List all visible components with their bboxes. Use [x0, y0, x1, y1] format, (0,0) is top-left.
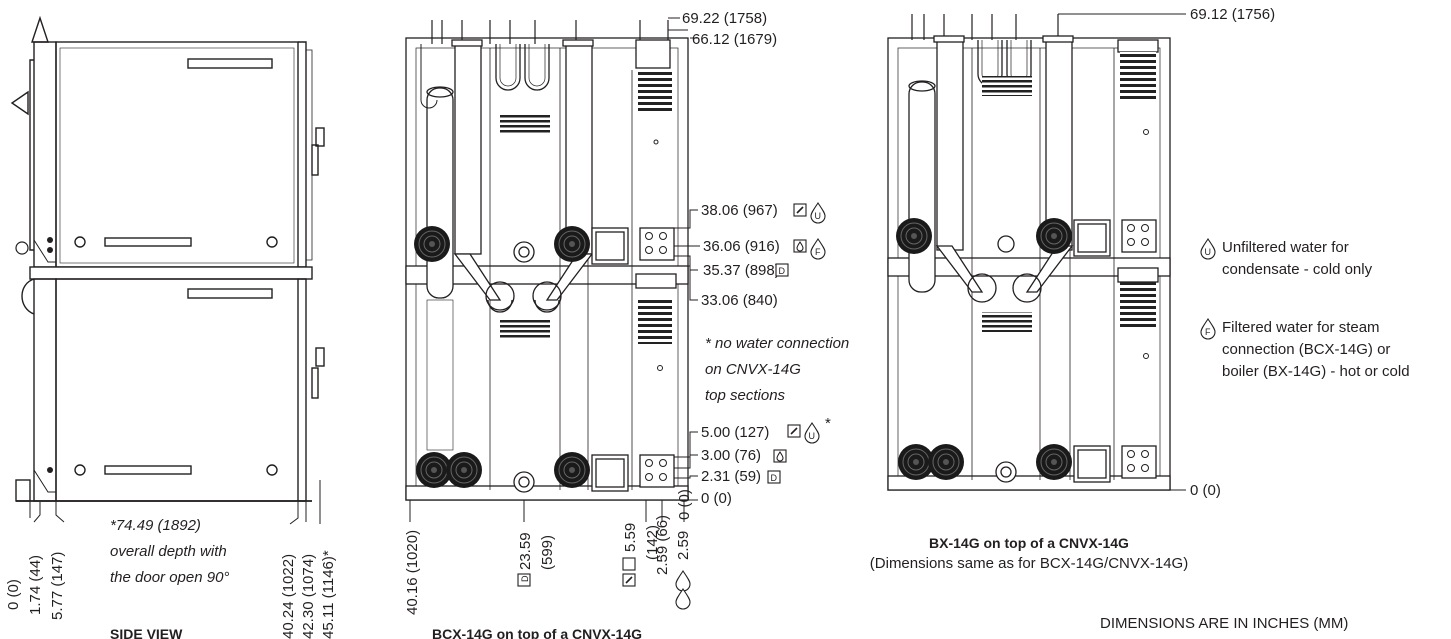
- depth-note-line3: the door open 90°: [110, 569, 229, 586]
- right-top-right-vent: [1120, 52, 1156, 102]
- mid-bottom-599: (599): [539, 535, 556, 570]
- mid-bottom-5-59: 5.59: [622, 523, 639, 552]
- d-box-icon: [775, 263, 789, 277]
- side-dim-45-11: 45.11 (1146)*: [320, 550, 337, 639]
- drop-u-letter: U: [815, 211, 822, 221]
- right-dim-top: 69.12 (1756): [1190, 6, 1275, 23]
- legend-u-line2: condensate - cold only: [1222, 261, 1373, 278]
- units-note: DIMENSIONS ARE IN INCHES (MM): [1100, 615, 1348, 632]
- cnvx-note-line3: top sections: [705, 387, 786, 404]
- d-box-letter-2: D: [771, 473, 778, 483]
- legend-f-line2: connection (BCX-14G) or: [1222, 341, 1390, 358]
- mid-dim-38-06: 38.06 (967): [701, 202, 778, 219]
- side-dim-0: 0 (0): [5, 579, 22, 610]
- right-connections: [1127, 129, 1149, 472]
- mid-bottom-drops: [675, 570, 691, 610]
- mid-bottom-d-letter: D: [520, 575, 530, 582]
- right-caption: BX-14G on top of a CNVX-14G: [929, 535, 1129, 551]
- middle-bottom-vent: [500, 320, 550, 340]
- mid-dim-icons: U F D U D: [767, 202, 826, 484]
- asterisk-mark: *: [825, 415, 831, 432]
- legend: U Unfiltered water for condensate - cold…: [1200, 238, 1410, 380]
- middle-top-right-vent: [638, 70, 672, 112]
- mid-dim-69-22: 69.22 (1758): [682, 10, 767, 27]
- right-top-vent: [982, 76, 1032, 96]
- side-dim-5-77: 5.77 (147): [49, 552, 66, 620]
- pencil-box-icon-2: [787, 424, 801, 438]
- mid-dim-2-31: 2.31 (59): [701, 468, 761, 485]
- right-dim-leaders: [1058, 13, 1186, 491]
- depth-note-line2: overall depth with: [110, 543, 227, 560]
- right-bottom-vent: [982, 312, 1032, 332]
- side-dim-42-30: 42.30 (1074): [300, 554, 317, 639]
- middle-dim-leaders: [409, 17, 700, 522]
- legend-f-letter: F: [1205, 327, 1211, 337]
- mid-bottom-23-59: 23.59: [517, 532, 534, 570]
- d-box-icon-2: [767, 470, 781, 484]
- mid-dim-36-06: 36.06 (916): [703, 238, 780, 255]
- side-view-caption: SIDE VIEW: [110, 626, 183, 639]
- right-dim-bottom: 0 (0): [1190, 482, 1221, 499]
- middle-top-vent: [500, 114, 550, 134]
- middle-bottom-right-vent: [638, 298, 672, 344]
- mid-dim-0: 0 (0): [701, 490, 732, 507]
- mid-bottom-icons-5-59: [622, 557, 636, 587]
- drop-u-letter-2: U: [809, 431, 816, 441]
- cnvx-note-line2: on CNVX-14G: [705, 361, 801, 378]
- side-view-dots: [15, 237, 53, 473]
- mid-bottom-40-16: 40.16 (1020): [404, 530, 421, 615]
- mid-dim-5-00: 5.00 (127): [701, 424, 769, 441]
- legend-f-line1: Filtered water for steam: [1222, 319, 1380, 336]
- mid-bottom-2-59-66: 2.59 (66): [654, 515, 671, 575]
- mid-bottom-0: 0 (0): [676, 489, 693, 520]
- middle-connections: [645, 139, 667, 481]
- mid-dim-33-06: 33.06 (840): [701, 292, 778, 309]
- mid-dim-35-37: 35.37 (898): [703, 262, 780, 279]
- middle-caption: BCX-14G on top of a CNVX-14G: [432, 626, 642, 639]
- pencil-box-icon: [793, 203, 807, 217]
- depth-note-line1: *74.49 (1892): [110, 517, 201, 534]
- side-dim-1-74: 1.74 (44): [27, 555, 44, 615]
- mid-dim-66-12: 66.12 (1679): [692, 31, 777, 48]
- mid-dim-3-00: 3.00 (76): [701, 447, 761, 464]
- side-dim-40-24: 40.24 (1022): [280, 554, 297, 639]
- mid-bottom-2-59: 2.59: [675, 531, 692, 560]
- mid-bottom-142: (142): [644, 525, 661, 560]
- legend-f-line3: boiler (BX-14G) - hot or cold: [1222, 363, 1410, 380]
- cnvx-note-line1: * no water connection: [705, 335, 849, 352]
- side-view: [10, 15, 325, 525]
- drop-box-icon-2: [773, 449, 787, 463]
- drop-f-letter: F: [815, 247, 821, 257]
- legend-u-line1: Unfiltered water for: [1222, 239, 1349, 256]
- d-box-letter: D: [779, 266, 786, 276]
- legend-u-letter: U: [1205, 247, 1212, 257]
- right-subcaption: (Dimensions same as for BCX-14G/CNVX-14G…: [870, 555, 1188, 572]
- drop-box-icon: [793, 239, 807, 253]
- right-bottom-right-vent: [1120, 282, 1156, 328]
- mid-bottom-d-icon: [517, 573, 531, 587]
